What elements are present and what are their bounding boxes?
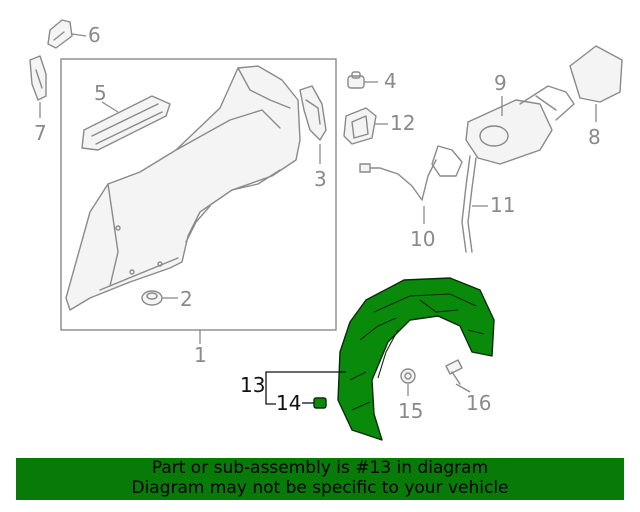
fuel-filler-housing-part-9[interactable] [465,85,575,165]
leader-16 [455,383,471,393]
callout-10: 10 [410,227,435,251]
plug-part-4[interactable] [347,71,365,89]
callout-3: 3 [314,167,327,191]
banner-line-1: Part or sub-assembly is #13 in diagram [151,458,489,478]
banner-line-2: Diagram may not be specific to your vehi… [131,478,509,498]
wheelhouse-liner-part-13[interactable] [337,277,495,441]
callout-1: 1 [194,343,207,367]
callout-2: 2 [180,287,193,311]
callout-15: 15 [398,399,423,423]
clip-part-14[interactable] [313,397,327,409]
release-cable-part-10[interactable] [359,145,463,201]
leader-6 [71,33,87,37]
nut-part-15[interactable] [400,368,416,384]
bracket-part-6[interactable] [47,19,73,49]
callout-12: 12 [390,111,415,135]
callout-14: 14 [276,391,301,415]
bracket-part-7[interactable] [29,55,47,101]
callout-4: 4 [384,69,397,93]
drain-hose-part-11[interactable] [461,155,477,253]
bracket-part-3[interactable] [299,85,327,141]
seal-part-12[interactable] [343,107,377,145]
bolt-part-16[interactable] [445,359,463,385]
reinforcement-bracket-part[interactable] [81,95,171,151]
leader-5 [101,101,119,113]
callout-6: 6 [88,23,101,47]
callout-5: 5 [94,81,107,105]
callout-11: 11 [490,193,515,217]
info-banner: Part or sub-assembly is #13 in diagram D… [16,458,624,500]
callout-13: 13 [240,373,265,397]
callout-7: 7 [34,121,47,145]
callout-8: 8 [588,125,601,149]
callout-9: 9 [494,71,507,95]
callout-16: 16 [466,391,491,415]
clip-part-2[interactable] [141,290,163,306]
quarter-panel-part[interactable] [65,65,301,311]
fuel-door-part-8[interactable] [569,45,623,103]
leader-13 [265,371,346,405]
quarter-panel-frame [60,58,337,331]
